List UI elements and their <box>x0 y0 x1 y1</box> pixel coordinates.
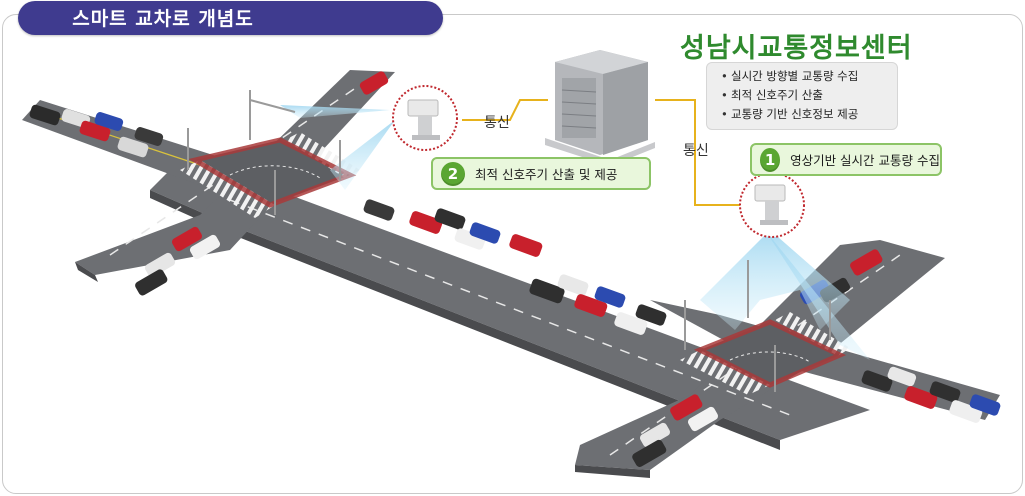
intersection-right <box>680 312 850 395</box>
camera-magnifier-right <box>739 172 805 238</box>
bullet-item: 최적 신호주기 산출 <box>721 86 897 105</box>
bullet-item: 실시간 방향별 교통량 수집 <box>721 67 897 86</box>
step-1-badge: 1 <box>760 147 781 172</box>
comm-label-left: 통신 <box>484 115 510 131</box>
signal-poles <box>187 90 831 392</box>
camera-beams <box>280 105 870 360</box>
comm-label-right: 통신 <box>683 143 709 159</box>
center-info-box: 실시간 방향별 교통량 수집 최적 신호주기 산출 교통량 기반 신호정보 제공 <box>706 62 898 130</box>
step-2-text: 최적 신호주기 산출 및 제공 <box>475 167 618 182</box>
traffic-center-building <box>545 50 655 166</box>
bullet-item: 교통량 기반 신호정보 제공 <box>721 105 897 124</box>
step-1-text: 영상기반 실시간 교통량 수집 <box>790 153 940 168</box>
header-tab: 스마트 교차로 개념도 <box>18 1 443 35</box>
header-title: 스마트 교차로 개념도 <box>72 8 254 30</box>
vehicles <box>29 71 1001 467</box>
step-1-label: 1 영상기반 실시간 교통량 수집 <box>750 143 942 176</box>
road-network <box>22 70 1000 478</box>
camera-magnifier-top <box>392 85 458 151</box>
communication-links <box>462 99 745 206</box>
center-title: 성남시교통정보센터 <box>680 33 913 64</box>
step-2-label: 2 최적 신호주기 산출 및 제공 <box>431 157 651 190</box>
step-2-badge: 2 <box>441 161 465 186</box>
